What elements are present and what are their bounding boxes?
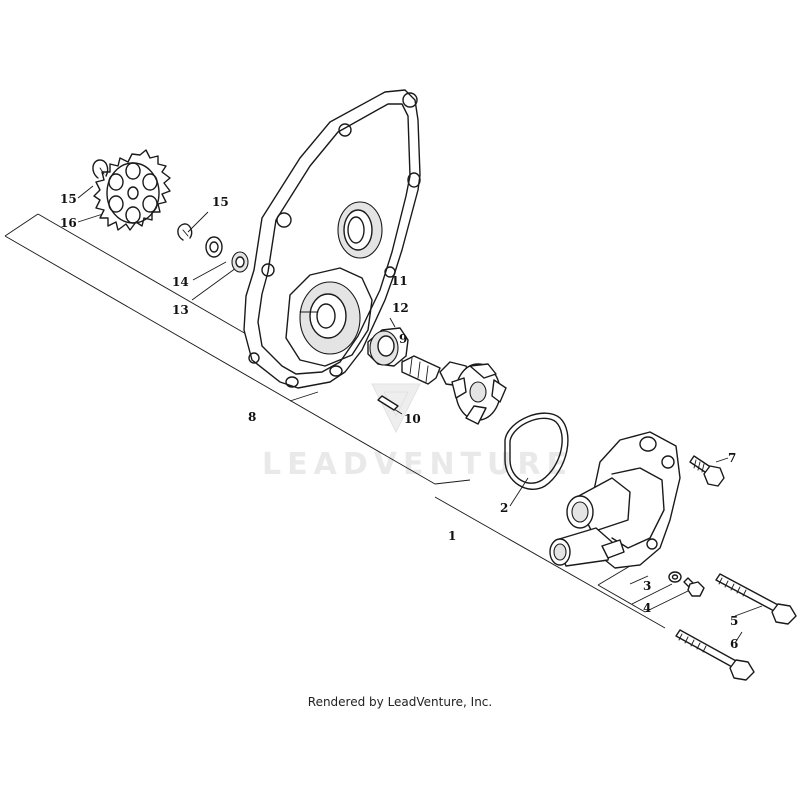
callout-2: 2	[500, 501, 508, 515]
sealing-washer	[668, 571, 682, 583]
callout-7: 7	[728, 451, 736, 465]
watermark-text: LEADVENTURE	[262, 447, 573, 482]
shaft-seal	[231, 251, 249, 273]
callout-6: 6	[730, 637, 738, 651]
callout-9: 9	[399, 332, 407, 346]
bolt-short	[689, 455, 725, 487]
callout-15-right: 15	[212, 195, 229, 209]
drain-bolt	[683, 577, 705, 597]
washer	[205, 236, 223, 258]
callout-8: 8	[248, 410, 256, 424]
render-credit: Rendered by LeadVenture, Inc.	[307, 695, 493, 709]
callout-15-left: 15	[60, 192, 77, 206]
callout-16: 16	[60, 216, 77, 230]
callout-labels: 1 2 3 4 5 6 7 8 9 10 11 12 13 14 15 15 1…	[60, 192, 738, 651]
callout-5: 5	[730, 614, 738, 628]
pump-housing	[549, 431, 681, 569]
callout-3: 3	[643, 579, 651, 593]
callout-14: 14	[172, 275, 189, 289]
callout-4: 4	[643, 601, 651, 615]
leader-lines	[77, 185, 763, 644]
impeller	[451, 363, 507, 425]
engine-cover	[243, 89, 421, 389]
o-ring-gasket	[504, 412, 569, 490]
drive-gear	[93, 149, 171, 231]
assembly-bracket-1	[434, 496, 691, 629]
dowel-pin	[377, 395, 399, 411]
mechanical-seal	[367, 327, 409, 367]
callout-11: 11	[391, 274, 408, 288]
bolt-long-lower	[675, 629, 755, 681]
callout-1: 1	[448, 529, 456, 543]
callout-10: 10	[404, 412, 421, 426]
bolt-long-upper	[715, 573, 797, 625]
retaining-clip-a	[92, 159, 109, 179]
retaining-clip-b	[177, 223, 193, 241]
callout-12: 12	[392, 301, 409, 315]
assembly-bracket-8	[4, 213, 471, 485]
callout-13: 13	[172, 303, 189, 317]
watermark: LEADVENTURE	[262, 383, 573, 482]
